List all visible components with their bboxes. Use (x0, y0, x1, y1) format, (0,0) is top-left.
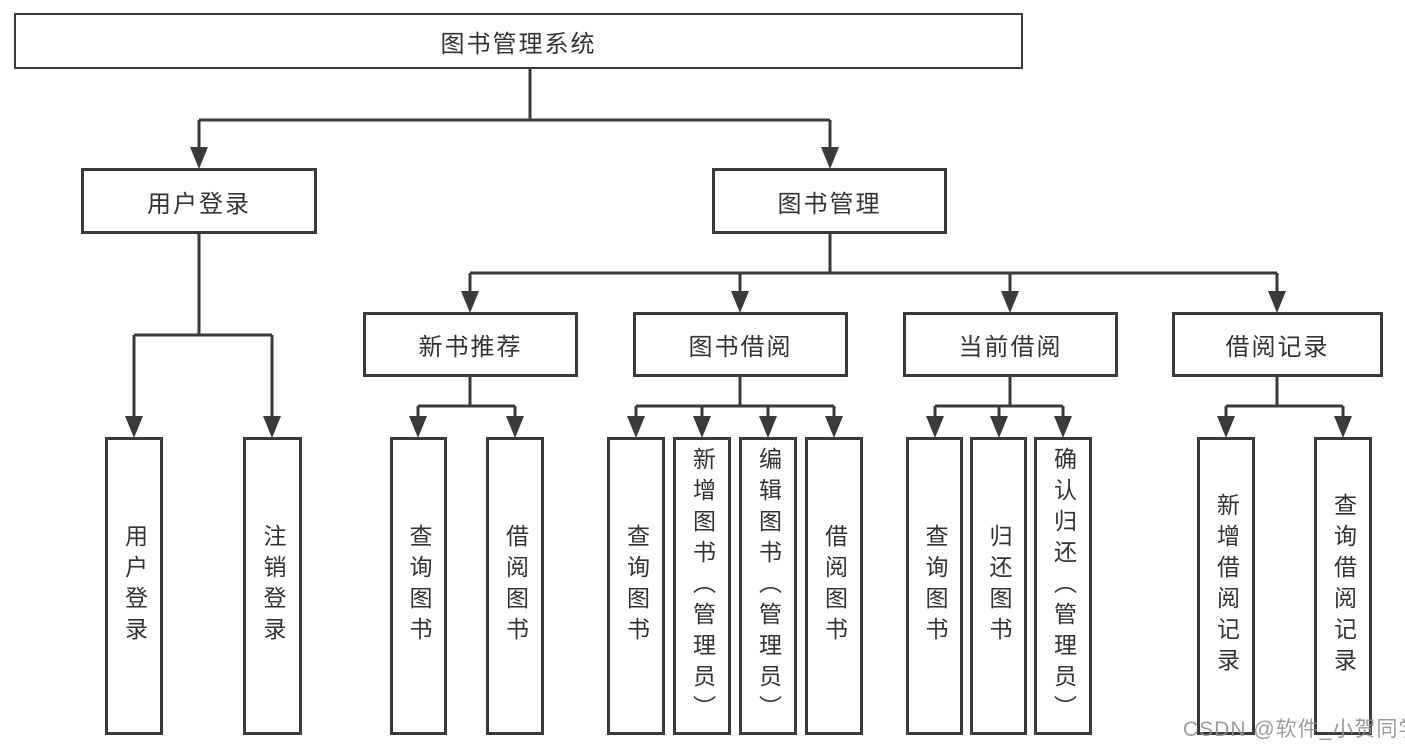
node-user-login: 用户登录 (81, 168, 317, 234)
arrowhead (821, 147, 839, 169)
leaf-br-add-record: 新增借阅记录 (1197, 437, 1255, 735)
leaf-nbr-query-books: 查询图书 (390, 437, 447, 735)
node-borrow-record-label: 借阅记录 (1225, 334, 1330, 361)
arrowhead (409, 416, 427, 438)
arrowhead (926, 416, 944, 438)
arrowhead (263, 416, 281, 438)
leaf-bb-borrow-books: 借阅图书 (805, 437, 863, 735)
arrowhead (1054, 416, 1072, 438)
node-root-label: 图书管理系统 (440, 30, 597, 58)
leaf-bb-add-books-admin-label: 新增图书（管理员） (689, 446, 716, 726)
node-root: 图书管理系统 (14, 13, 1023, 69)
leaf-nbr-borrow-books: 借阅图书 (486, 437, 544, 735)
leaf-user-login-label: 用户登录 (121, 524, 148, 648)
leaf-br-query-record: 查询借阅记录 (1314, 437, 1372, 735)
node-user-login-label: 用户登录 (147, 190, 251, 218)
arrowhead (190, 147, 208, 169)
arrowhead (461, 291, 479, 313)
node-new-book-recommend: 新书推荐 (363, 312, 578, 377)
arrowhead (1217, 416, 1235, 438)
leaf-cb-query-books: 查询图书 (906, 437, 963, 735)
arrowhead (1268, 291, 1286, 313)
arrowhead (693, 416, 711, 438)
arrowhead (990, 416, 1008, 438)
node-current-borrow: 当前借阅 (903, 312, 1118, 377)
node-book-borrow-label: 图书借阅 (688, 334, 793, 361)
arrowhead (1334, 416, 1352, 438)
arrowhead (627, 416, 645, 438)
node-book-borrow: 图书借阅 (633, 312, 848, 377)
leaf-bb-edit-books-admin: 编辑图书（管理员） (739, 437, 797, 735)
leaf-bb-query-books: 查询图书 (607, 437, 665, 735)
arrowhead (759, 416, 777, 438)
watermark: CSDN @软件_小贺同学 (1183, 718, 1405, 741)
node-new-book-recommend-label: 新书推荐 (418, 334, 523, 361)
leaf-br-add-record-label: 新增借阅记录 (1213, 493, 1240, 679)
leaf-cb-return-books-label: 归还图书 (986, 524, 1012, 648)
arrowhead (731, 291, 749, 313)
node-book-management-label: 图书管理 (777, 190, 882, 218)
node-book-management: 图书管理 (712, 168, 947, 234)
arrowhead (1001, 291, 1019, 313)
arrowhead (125, 416, 143, 438)
leaf-bb-edit-books-admin-label: 编辑图书（管理员） (755, 446, 782, 726)
node-current-borrow-label: 当前借阅 (958, 334, 1063, 361)
arrowhead (506, 416, 524, 438)
leaf-user-login: 用户登录 (105, 437, 163, 735)
leaf-br-query-record-label: 查询借阅记录 (1330, 493, 1357, 679)
leaf-bb-borrow-books-label: 借阅图书 (821, 524, 848, 648)
arrowhead (825, 416, 843, 438)
leaf-logout: 注销登录 (243, 437, 302, 735)
leaf-cb-confirm-return-admin-label: 确认归还（管理员） (1050, 446, 1077, 726)
node-borrow-record: 借阅记录 (1172, 312, 1383, 377)
leaf-nbr-query-books-label: 查询图书 (406, 524, 432, 648)
leaf-logout-label: 注销登录 (260, 524, 286, 648)
leaf-cb-confirm-return-admin: 确认归还（管理员） (1034, 437, 1092, 735)
leaf-cb-return-books: 归还图书 (970, 437, 1027, 735)
leaf-cb-query-books-label: 查询图书 (922, 524, 948, 648)
leaf-bb-add-books-admin: 新增图书（管理员） (673, 437, 731, 735)
leaf-nbr-borrow-books-label: 借阅图书 (502, 524, 529, 648)
leaf-bb-query-books-label: 查询图书 (623, 524, 650, 648)
